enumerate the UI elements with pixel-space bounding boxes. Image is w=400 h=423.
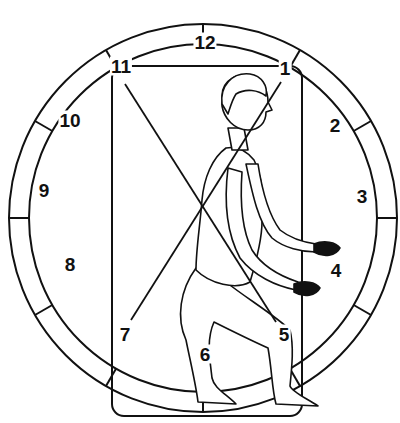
clock-number: 11: [110, 57, 132, 76]
clock-number: 1: [279, 59, 292, 78]
hour-tick: [354, 305, 371, 315]
hour-tick: [9, 217, 29, 219]
hour-tick: [290, 50, 300, 67]
clock-number: 9: [38, 181, 51, 200]
hour-tick: [377, 217, 397, 219]
clock-number: 3: [356, 187, 369, 206]
hour-tick: [35, 121, 52, 131]
clock-number: 2: [329, 116, 342, 135]
hour-tick: [35, 305, 52, 315]
clock-number: 8: [64, 255, 77, 274]
clock-number: 4: [330, 261, 343, 280]
clock-number: 5: [278, 325, 291, 344]
clock-number: 12: [193, 33, 216, 52]
cross-line: [125, 84, 276, 322]
cross-line: [131, 82, 281, 320]
clock-number: 10: [58, 111, 81, 130]
hour-ticks: [9, 24, 397, 412]
figure: [181, 74, 340, 406]
hour-tick: [354, 121, 371, 131]
clock-outer-ring: [9, 24, 397, 412]
clock-number: 7: [119, 325, 132, 344]
clock-number: 6: [199, 345, 212, 364]
